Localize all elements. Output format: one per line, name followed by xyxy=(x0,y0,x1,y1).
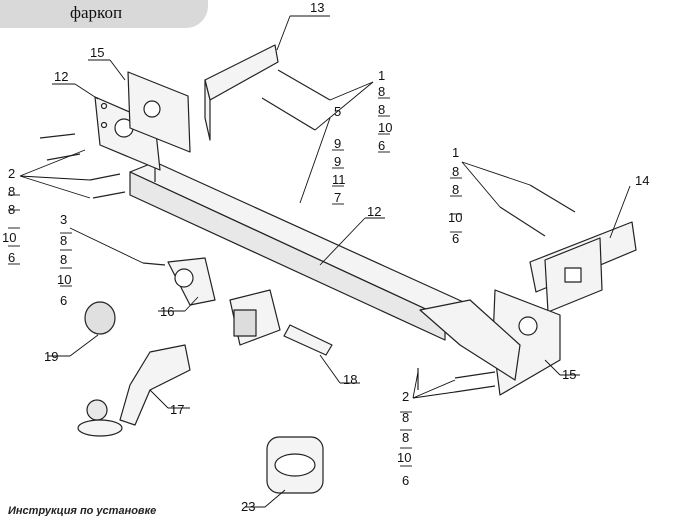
callout-6-mid: 6 xyxy=(60,293,67,308)
callout-8-top-a: 8 xyxy=(378,84,385,99)
header-tab: фаркоп xyxy=(0,0,208,28)
callout-14: 14 xyxy=(635,173,649,188)
callout-6-right: 6 xyxy=(452,231,459,246)
callout-8-mid-a: 8 xyxy=(60,233,67,248)
crossbar-front xyxy=(129,171,446,341)
callout-2-bottom: 2 xyxy=(402,389,409,404)
header-title: фаркоп xyxy=(70,3,123,22)
callout-12-center: 12 xyxy=(367,204,381,219)
callout-10-top: 10 xyxy=(378,120,392,135)
callout-17: 17 xyxy=(170,402,184,417)
callout-5: 5 xyxy=(334,104,341,119)
callout-1-right: 1 xyxy=(452,145,459,160)
callout-10-left: 10 xyxy=(2,230,16,245)
callout-15-left: 15 xyxy=(90,45,104,60)
callout-16: 16 xyxy=(160,304,174,319)
callout-15-right: 15 xyxy=(562,367,576,382)
callout-8-left-b: 8 xyxy=(8,202,15,217)
callout-8-mid-b: 8 xyxy=(60,252,67,267)
callout-9-a: 9 xyxy=(334,136,341,151)
callout-6-top: 6 xyxy=(378,138,385,153)
callout-2-left: 2 xyxy=(8,166,15,181)
hitch-pin xyxy=(283,324,333,356)
callout-8-right-b: 8 xyxy=(452,182,459,197)
callout-3: 3 xyxy=(60,212,67,227)
callout-7: 7 xyxy=(334,190,341,205)
footer-instructions: Инструкция по установке xyxy=(8,505,157,516)
callout-6-left: 6 xyxy=(8,250,15,265)
callout-10-bottom: 10 xyxy=(397,450,411,465)
callout-9-b: 9 xyxy=(334,154,341,169)
callout-23: 23 xyxy=(241,499,255,514)
callout-19: 19 xyxy=(44,349,58,364)
callout-8-right-a: 8 xyxy=(452,164,459,179)
top-plate xyxy=(204,44,279,101)
callout-13: 13 xyxy=(310,0,324,15)
crossbar-beam xyxy=(129,161,471,319)
callout-10-right: 10 xyxy=(448,210,462,225)
ball-cap xyxy=(84,301,116,335)
callout-18: 18 xyxy=(343,372,357,387)
ball-mount xyxy=(119,344,191,426)
callout-8-top-b: 8 xyxy=(378,102,385,117)
callout-11: 11 xyxy=(332,172,346,187)
callout-8-left-a: 8 xyxy=(8,184,15,199)
callout-12-left: 12 xyxy=(54,69,68,84)
callout-1-top: 1 xyxy=(378,68,385,83)
callout-10-mid: 10 xyxy=(57,272,71,287)
callout-8-bottom-b: 8 xyxy=(402,430,409,445)
callout-6-bottom: 6 xyxy=(402,473,409,488)
callout-8-bottom-a: 8 xyxy=(402,410,409,425)
